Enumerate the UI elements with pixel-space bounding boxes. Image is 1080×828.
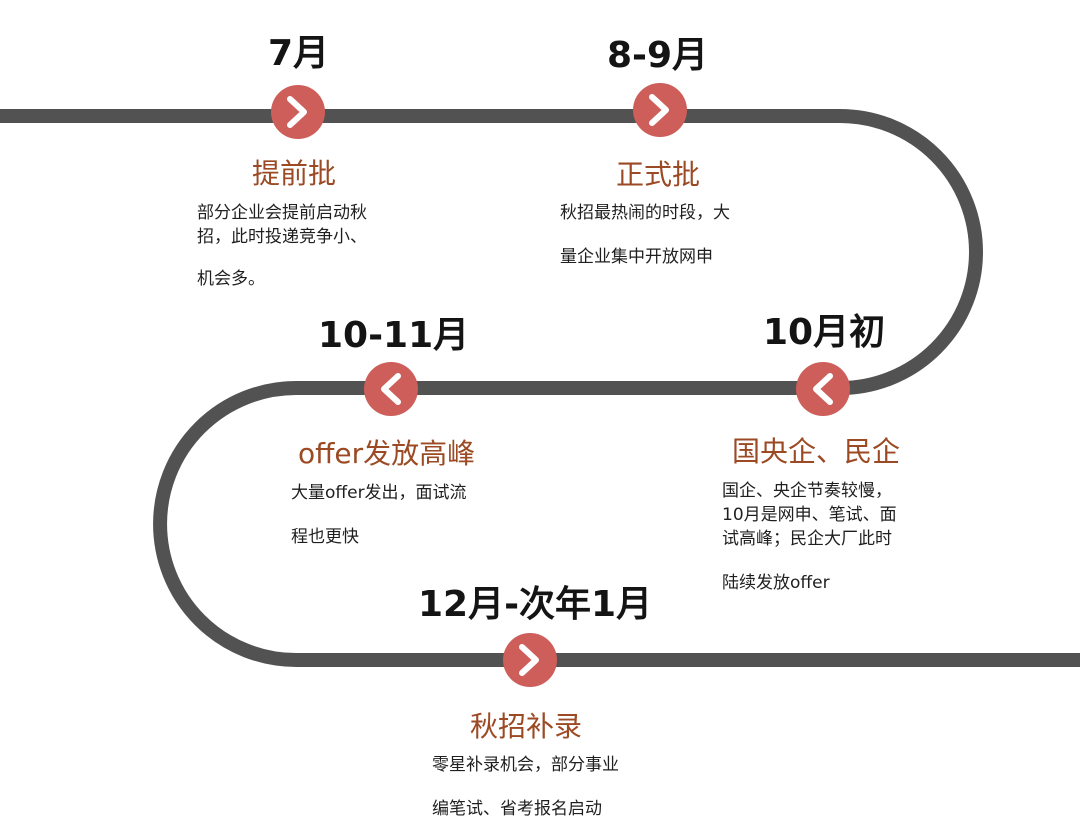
stage-title: 正式批: [616, 158, 701, 191]
marker-8-9: [633, 83, 687, 137]
chevron-right-icon: [649, 94, 669, 126]
chevron-right-icon: [519, 644, 539, 676]
stage-month: 10月初: [763, 312, 886, 353]
description-line: 10月是网申、笔试、面: [722, 505, 897, 525]
description-line: 程也更快: [291, 527, 359, 547]
description-line: 试高峰；民企大厂此时: [722, 529, 892, 549]
stage-title: 国央企、民企: [732, 435, 901, 468]
stage-title: 提前批: [252, 157, 337, 190]
stage-month: 12月-次年1月: [418, 584, 653, 625]
marker-10-11: [364, 362, 418, 416]
stage-title: offer发放高峰: [298, 437, 476, 470]
winding-track: [0, 109, 1080, 667]
chevron-left-icon: [381, 373, 401, 405]
stage-month: 8-9月: [607, 35, 709, 76]
marker-10-early: [796, 362, 850, 416]
stage-month: 7月: [268, 33, 330, 74]
description-line: 零星补录机会，部分事业: [432, 755, 619, 775]
stage-title: 秋招补录: [470, 710, 583, 743]
chevron-left-icon: [813, 373, 833, 405]
description-line: 秋招最热闹的时段，大: [560, 203, 730, 223]
chevron-right-icon: [287, 96, 307, 128]
description-line: 量企业集中开放网申: [560, 247, 713, 267]
description-line: 部分企业会提前启动秋: [197, 203, 367, 223]
description-line: 招，此时投递竞争小、: [197, 227, 367, 247]
description-line: 编笔试、省考报名启动: [432, 799, 602, 819]
description-line: 陆续发放offer: [722, 573, 830, 593]
marker-7: [271, 85, 325, 139]
description-line: 机会多。: [197, 269, 265, 289]
stage-month: 10-11月: [318, 315, 470, 356]
description-line: 国企、央企节奏较慢，: [722, 481, 892, 501]
marker-12-1: [503, 633, 557, 687]
description-line: 大量offer发出，面试流: [291, 483, 467, 503]
